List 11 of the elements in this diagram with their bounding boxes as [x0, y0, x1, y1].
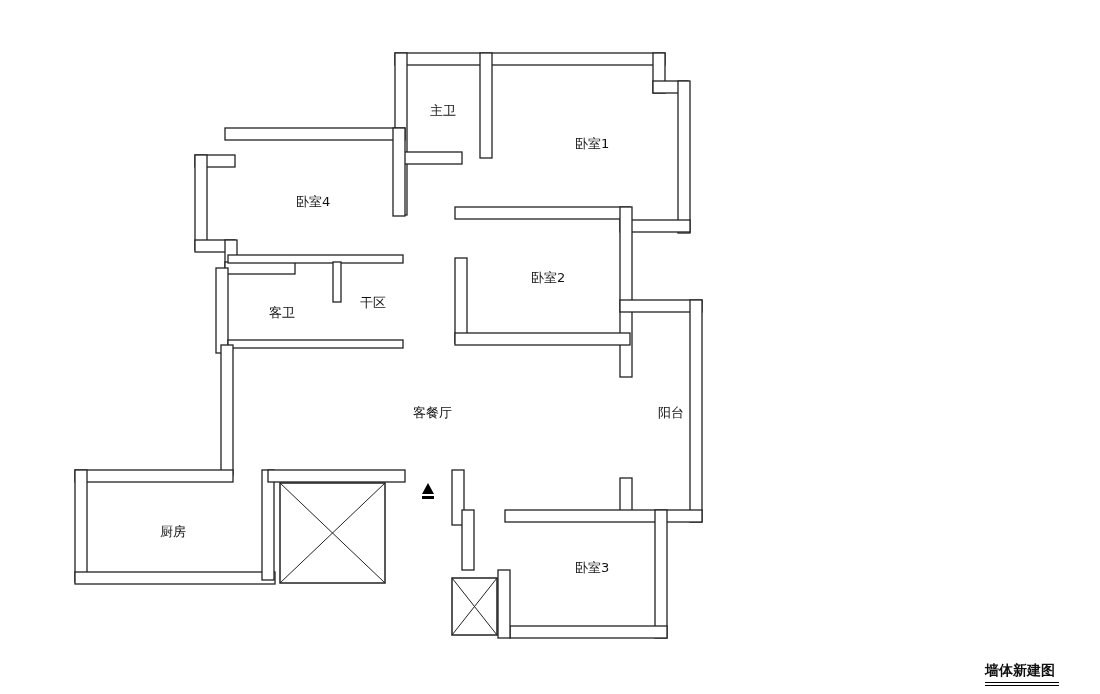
- room-label: 厨房: [160, 523, 186, 541]
- room-label: 卧室3: [575, 559, 610, 577]
- room-label: 主卫: [430, 102, 456, 120]
- room-label: 卧室2: [531, 269, 566, 287]
- room-label: 卧室4: [296, 193, 331, 211]
- room-label: 卧室1: [575, 135, 610, 153]
- room-label: 客卫: [269, 304, 295, 322]
- room-label: 干区: [360, 294, 386, 312]
- room-label: 客餐厅: [413, 404, 452, 422]
- room-label: 阳台: [658, 404, 684, 422]
- drawing-title: 墙体新建图: [985, 662, 1059, 686]
